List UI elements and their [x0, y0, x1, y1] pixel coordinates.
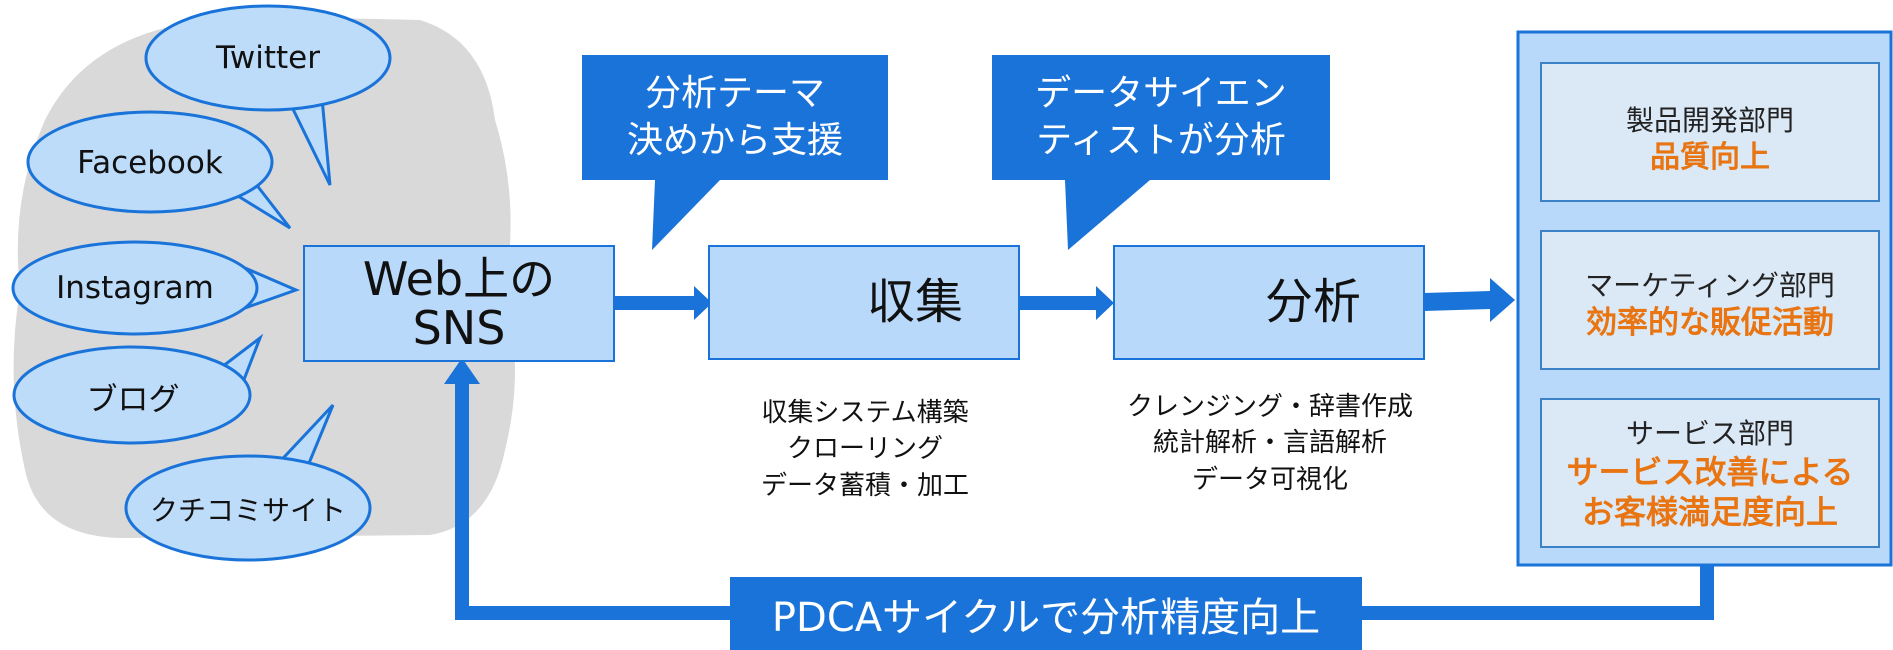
bubble-facebook: [26, 110, 292, 230]
arrow-web-to-collect: [614, 286, 712, 320]
department-name: サービス部門: [1625, 417, 1794, 450]
callout-scientist: データサイエン ティストが分析: [1035, 72, 1287, 161]
department-goal: 品質向上: [1650, 140, 1770, 175]
collect-box: [708, 245, 1020, 360]
department-service: サービス部門 サービス改善による お客様満足度向上: [1540, 398, 1880, 548]
bubble-instagram: [11, 240, 301, 336]
collect-details: 収集システム構築 クローリング データ蓄積・加工: [760, 397, 969, 501]
collect-title: 収集: [866, 274, 963, 331]
pdca-label: PDCAサイクルで分析精度向上: [730, 577, 1362, 650]
bubble-twitter: [144, 4, 392, 186]
bubble-review: [124, 403, 372, 562]
bubble-label-twitter: Twitter: [216, 40, 320, 76]
web-sns-box: Web上の SNS: [303, 245, 615, 362]
analyze-title: 分析: [1264, 274, 1361, 331]
feedback-loop-arrow: [444, 358, 1714, 620]
analyze-details: クレンジング・辞書作成 統計解析・言語解析 データ可視化: [1126, 391, 1413, 495]
web-sns-label: Web上の SNS: [362, 252, 556, 355]
bubble-label-review: クチコミサイト: [149, 494, 346, 527]
department-marketing: マーケティング部門 効率的な販促活動: [1540, 230, 1880, 370]
department-goal: サービス改善による お客様満足度向上: [1566, 453, 1854, 531]
callout-theme: 分析テーマ 決めから支援: [626, 72, 843, 161]
department-name: マーケティング部門: [1585, 269, 1835, 302]
callout-theme-shape: [582, 55, 888, 250]
arrow-collect-to-analyze: [1020, 286, 1114, 320]
bubble-label-blog: ブログ: [86, 381, 180, 418]
bubble-blog: [12, 333, 264, 445]
bubble-label-facebook: Facebook: [77, 145, 223, 181]
department-name: 製品開発部門: [1625, 104, 1794, 137]
analyze-box: [1113, 245, 1425, 360]
department-product: 製品開発部門 品質向上: [1540, 62, 1880, 202]
bubble-label-instagram: Instagram: [56, 270, 214, 306]
department-goal: 効率的な販促活動: [1586, 305, 1834, 341]
callout-scientist-shape: [992, 55, 1330, 250]
arrow-analyze-to-departments: [1424, 278, 1515, 322]
